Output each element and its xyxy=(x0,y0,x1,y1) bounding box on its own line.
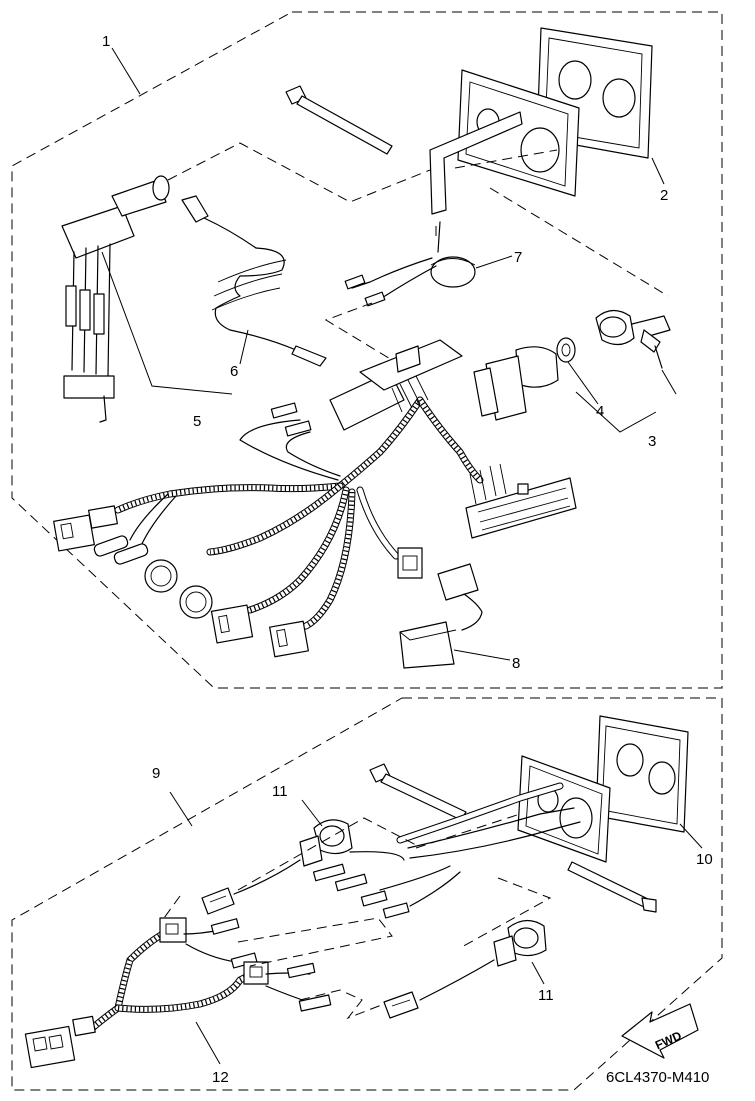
panel-grommet-lower xyxy=(595,715,689,833)
panel-plate xyxy=(457,69,580,197)
stop-switch xyxy=(61,175,170,423)
callout-6: 6 xyxy=(230,363,238,380)
drawing-code: 6CL4370-M410 xyxy=(606,1069,709,1086)
panel-plate-lower xyxy=(517,755,611,863)
main-switch xyxy=(556,309,671,369)
callout-11-lower: 11 xyxy=(538,987,554,1004)
cable-tie-lower-2 xyxy=(567,861,657,913)
callout-12: 12 xyxy=(212,1069,229,1086)
callout-7: 7 xyxy=(514,249,522,266)
upper-wiring-harness xyxy=(93,396,484,630)
leader-lines-lower xyxy=(169,791,703,1065)
lower-panel-cables xyxy=(312,782,581,919)
lanyard-cord xyxy=(181,195,327,367)
buzzer xyxy=(344,221,476,307)
start-switch xyxy=(473,346,559,421)
relay xyxy=(399,563,483,669)
reference-lines-upper xyxy=(167,142,669,361)
cable-tie-lower-1 xyxy=(369,763,467,821)
callout-5: 5 xyxy=(193,413,201,430)
forward-arrow-icon: FWD xyxy=(621,1003,699,1059)
bracket xyxy=(429,111,523,215)
cable-tie-upper xyxy=(285,85,393,155)
callout-3: 3 xyxy=(648,433,656,450)
group-9-outline xyxy=(11,697,723,1091)
multi-pin-connectors xyxy=(329,339,577,539)
lower-wiring-harness xyxy=(24,917,332,1069)
callout-11-upper: 11 xyxy=(272,783,288,800)
callout-9: 9 xyxy=(152,765,160,782)
callout-4: 4 xyxy=(596,403,604,420)
callout-10: 10 xyxy=(696,851,713,868)
leader-lines-upper xyxy=(101,47,677,661)
harness-connectors xyxy=(53,505,423,658)
callout-2: 2 xyxy=(660,187,668,204)
callout-1: 1 xyxy=(102,33,110,50)
lower-switch-lower xyxy=(383,919,547,1019)
callout-8: 8 xyxy=(512,655,520,672)
lower-switch-upper xyxy=(201,819,353,915)
reference-lines-lower xyxy=(163,813,552,1020)
